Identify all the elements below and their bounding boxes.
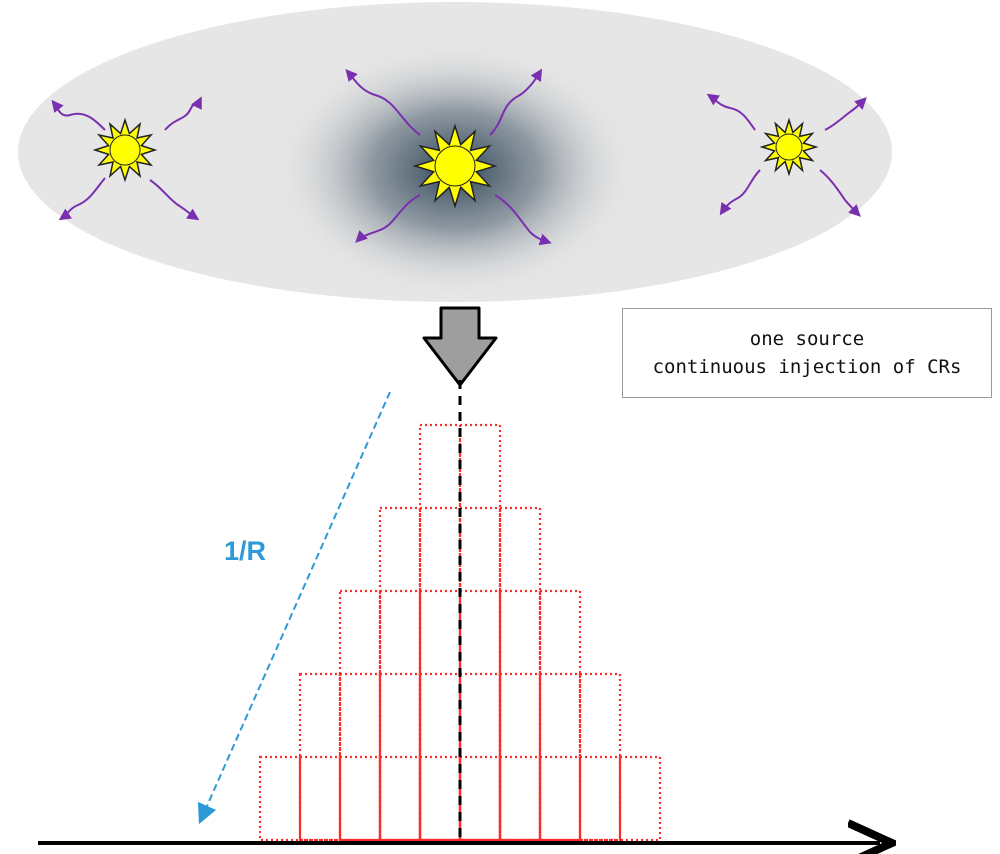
cosmic-ray-track-icon <box>719 169 761 216</box>
star-sun-icon <box>92 117 158 183</box>
sources <box>92 117 819 209</box>
cosmic-ray-track-icon <box>824 97 867 131</box>
histogram-bin <box>418 423 462 842</box>
histogram-bin <box>298 672 342 842</box>
histogram-bin <box>538 589 582 842</box>
gradient-arrow <box>197 391 391 825</box>
histogram-bin <box>338 755 382 842</box>
histogram-bin <box>378 589 422 842</box>
cosmic-ray-track-icon <box>149 179 200 221</box>
histogram-bin <box>378 755 422 842</box>
caption-line-2: continuous injection of CRs <box>652 356 962 378</box>
histogram-bin <box>458 423 502 842</box>
histogram-bin <box>458 672 502 842</box>
cosmic-ray-track-icon <box>489 68 543 136</box>
cosmic-ray-track-icon <box>51 99 106 131</box>
histogram-bin <box>458 755 502 842</box>
histogram-bin <box>338 589 382 842</box>
histogram-bin <box>538 755 582 842</box>
gradient-label: 1/R <box>224 536 267 566</box>
cosmic-ray-track-icon <box>819 169 861 217</box>
histogram-bin <box>618 755 662 842</box>
histogram-bin <box>338 672 382 842</box>
cosmic-ray-track-icon <box>58 177 106 221</box>
cr-density-histogram <box>258 423 662 842</box>
star-sun-icon <box>759 117 819 177</box>
star-sun-icon <box>412 123 498 209</box>
histogram-bin <box>538 672 582 842</box>
histogram-bin <box>498 672 542 842</box>
histogram-bin <box>418 755 462 842</box>
histogram-bin <box>418 672 462 842</box>
cosmic-ray-tracks <box>51 68 867 246</box>
cosmic-ray-track-icon <box>494 194 552 246</box>
down-arrow-icon <box>422 306 498 387</box>
histogram-bin <box>258 755 302 842</box>
histogram-bin <box>498 755 542 842</box>
histogram-bin <box>578 672 622 842</box>
histogram-bin <box>578 755 622 842</box>
cosmic-ray-track-icon <box>345 68 421 136</box>
histogram-bin <box>378 672 422 842</box>
caption-box: one source continuous injection of CRs <box>622 308 992 398</box>
caption-line-1: one source <box>749 327 865 350</box>
histogram-bin <box>418 589 462 842</box>
histogram-bin <box>498 589 542 842</box>
histogram-bin <box>458 589 502 842</box>
cosmic-ray-track-icon <box>164 96 202 131</box>
cosmic-ray-track-icon <box>706 93 756 131</box>
cosmic-ray-track-icon <box>355 194 421 243</box>
histogram-bin <box>298 755 342 842</box>
